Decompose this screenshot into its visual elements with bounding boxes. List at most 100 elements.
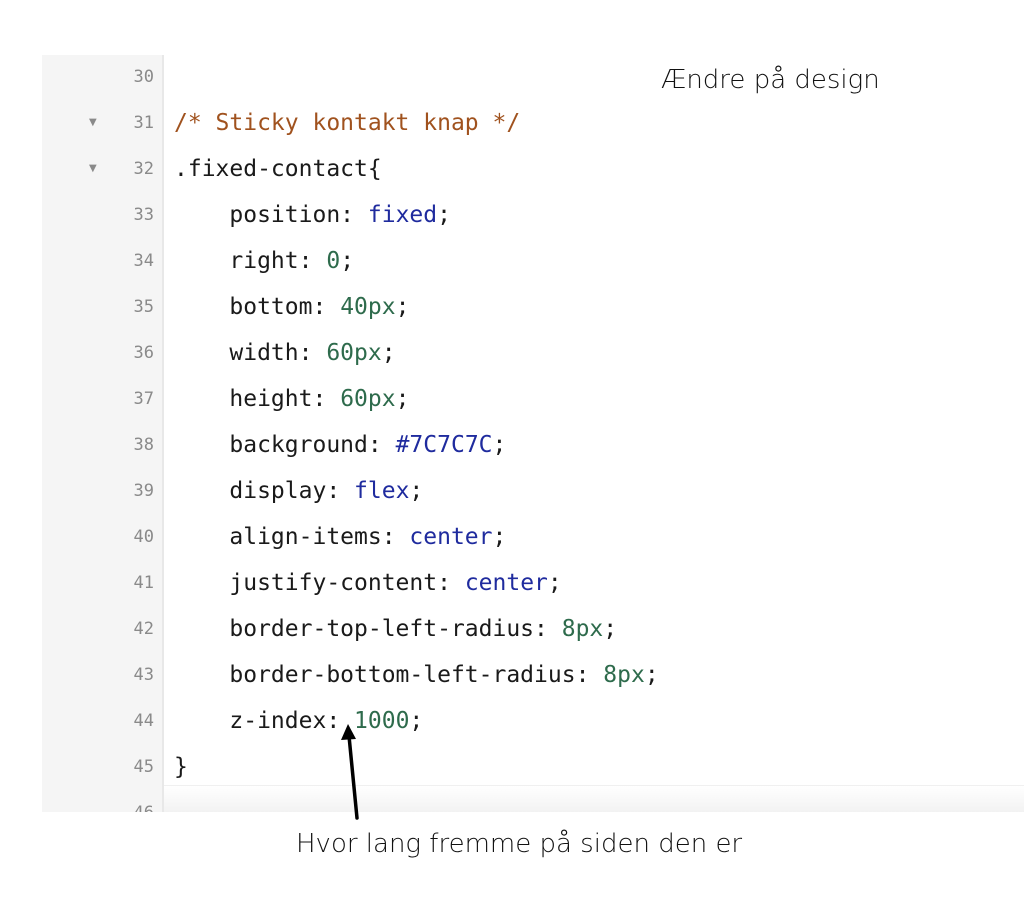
code-token: fixed xyxy=(367,202,438,228)
code-line[interactable]: 44 z-index: 1000; xyxy=(42,698,1024,744)
code-token: : xyxy=(575,662,604,688)
code-token: { xyxy=(367,156,382,182)
code-token: ; xyxy=(381,340,396,366)
code-text: right: 0; xyxy=(174,238,354,284)
design-annotation: Ændre på design xyxy=(661,65,880,95)
code-token: : xyxy=(381,524,410,550)
line-number: 33 xyxy=(133,205,154,225)
line-number: 30 xyxy=(133,67,154,87)
code-token: : xyxy=(298,248,327,274)
code-token: 0 xyxy=(326,248,341,274)
z-index-annotation: Hvor lang fremme på siden den er xyxy=(296,829,743,859)
code-token: position xyxy=(174,202,341,228)
code-line[interactable]: 38 background: #7C7C7C; xyxy=(42,422,1024,468)
code-line[interactable]: 37 height: 60px; xyxy=(42,376,1024,422)
code-token: : xyxy=(340,202,368,228)
code-line[interactable]: 43 border-bottom-left-radius: 8px; xyxy=(42,652,1024,698)
code-text: position: fixed; xyxy=(174,192,451,238)
editor-scroll-edge xyxy=(164,785,1024,812)
code-token: : xyxy=(312,294,341,320)
line-number: 39 xyxy=(133,481,154,501)
code-token: /* Sticky kontakt knap */ xyxy=(174,110,521,136)
code-line[interactable]: 41 justify-content: center; xyxy=(42,560,1024,606)
code-token: 40px xyxy=(340,294,396,320)
line-number: 43 xyxy=(133,665,154,685)
code-editor[interactable]: 30 ▼ 31 /* Sticky kontakt knap */ ▼ 32 .fixed-… xyxy=(42,55,1024,812)
fold-toggle-icon[interactable]: ▼ xyxy=(89,117,97,128)
code-token: : xyxy=(437,570,465,596)
code-token: 60px xyxy=(340,386,396,412)
code-line[interactable]: 42 border-top-left-radius: 8px; xyxy=(42,606,1024,652)
code-text: display: flex; xyxy=(174,468,423,514)
code-line[interactable]: 39 display: flex; xyxy=(42,468,1024,514)
fold-toggle-icon[interactable]: ▼ xyxy=(89,163,97,174)
code-token: : xyxy=(312,386,341,412)
gutter-divider xyxy=(162,55,164,812)
code-text: border-bottom-left-radius: 8px; xyxy=(174,652,659,698)
code-text: width: 60px; xyxy=(174,330,396,376)
code-line[interactable]: ▼ 31 /* Sticky kontakt knap */ xyxy=(42,100,1024,146)
code-line[interactable]: 45} xyxy=(42,744,1024,790)
code-token: : xyxy=(534,616,562,642)
code-text: align-items: center; xyxy=(174,514,506,560)
line-number: 31 xyxy=(133,113,154,133)
code-token: background xyxy=(174,432,368,458)
code-text: height: 60px; xyxy=(174,376,409,422)
code-token: 1000 xyxy=(354,708,410,734)
code-token: ; xyxy=(340,248,355,274)
code-token: .fixed-contact xyxy=(174,156,368,182)
code-token: center xyxy=(409,524,493,550)
code-token: 60px xyxy=(326,340,382,366)
code-text: bottom: 40px; xyxy=(174,284,409,330)
code-text: justify-content: center; xyxy=(174,560,561,606)
line-number-gutter xyxy=(42,55,164,812)
line-number: 38 xyxy=(133,435,154,455)
code-token: height xyxy=(174,386,313,412)
code-token: bottom xyxy=(174,294,313,320)
code-token: ; xyxy=(603,616,618,642)
code-token: : xyxy=(326,478,355,504)
code-line[interactable]: ▼ 32 .fixed-contact{ xyxy=(42,146,1024,192)
code-token: ; xyxy=(395,294,410,320)
code-line[interactable]: 33 position: fixed; xyxy=(42,192,1024,238)
code-token: 8px xyxy=(561,616,604,642)
code-token: flex xyxy=(354,478,410,504)
line-number: 41 xyxy=(133,573,154,593)
code-token: border-top-left-radius xyxy=(174,616,535,642)
code-token: width xyxy=(174,340,299,366)
code-token: ; xyxy=(492,524,507,550)
code-text: .fixed-contact{ xyxy=(174,146,382,192)
code-token: display xyxy=(174,478,327,504)
code-token: ; xyxy=(644,662,659,688)
code-token: justify-content xyxy=(174,570,438,596)
code-line[interactable]: 46 xyxy=(42,790,1024,812)
code-line[interactable]: 35 bottom: 40px; xyxy=(42,284,1024,330)
code-text: /* Sticky kontakt knap */ xyxy=(174,100,520,146)
code-token: ; xyxy=(409,478,424,504)
code-line[interactable]: 36 width: 60px; xyxy=(42,330,1024,376)
code-line[interactable]: 34 right: 0; xyxy=(42,238,1024,284)
code-token: z-index xyxy=(174,708,327,734)
line-number: 42 xyxy=(133,619,154,639)
line-number: 44 xyxy=(133,711,154,731)
line-number: 37 xyxy=(133,389,154,409)
code-line[interactable]: 30 xyxy=(42,55,1024,100)
line-number: 40 xyxy=(133,527,154,547)
code-text: } xyxy=(174,744,188,790)
code-token: : xyxy=(298,340,327,366)
line-number: 45 xyxy=(133,757,154,777)
code-text: border-top-left-radius: 8px; xyxy=(174,606,617,652)
code-token: ; xyxy=(492,432,507,458)
code-token: center xyxy=(464,570,548,596)
code-token: ; xyxy=(409,708,424,734)
code-token: } xyxy=(174,754,188,780)
code-token: ; xyxy=(395,386,410,412)
line-number: 32 xyxy=(133,159,154,179)
arrow-up-icon xyxy=(341,724,359,820)
line-number: 35 xyxy=(133,297,154,317)
code-line[interactable]: 40 align-items: center; xyxy=(42,514,1024,560)
code-token: right xyxy=(174,248,299,274)
code-token: align-items xyxy=(174,524,382,550)
line-number: 34 xyxy=(133,251,154,271)
code-text: z-index: 1000; xyxy=(174,698,423,744)
